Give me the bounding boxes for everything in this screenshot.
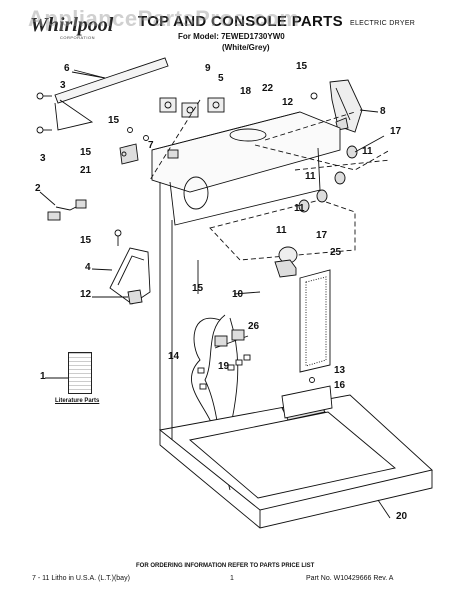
callout-12-top: 12 [282, 97, 294, 108]
callout-12-bottom: 12 [80, 289, 92, 300]
callout-7: 7 [148, 140, 154, 151]
litho-info: 7 - 11 Litho in U.S.A. (L.T.)(bay) [32, 575, 130, 582]
part-number: Part No. W10429666 Rev. A [306, 575, 394, 582]
callout-17-top: 17 [390, 126, 402, 137]
literature-parts-label: Literature Parts [55, 398, 100, 404]
callout-11-b: 11 [305, 171, 316, 182]
callout-9: 9 [205, 63, 211, 74]
model-color: (White/Grey) [222, 43, 270, 52]
callout-4: 4 [85, 262, 91, 273]
callout-3-top: 3 [60, 80, 66, 91]
callout-2: 2 [35, 183, 41, 194]
callout-5: 5 [218, 73, 224, 84]
callout-19: 19 [218, 361, 230, 372]
callout-11-c: 11 [294, 203, 305, 214]
literature-parts-icon [68, 352, 92, 394]
callout-11-a: 11 [362, 146, 373, 157]
callout-15-left: 15 [80, 147, 92, 158]
model-number: For Model: 7EWED1730YW0 [178, 32, 285, 41]
callout-1: 1 [40, 371, 46, 382]
callout-15-mid: 15 [80, 235, 92, 246]
callout-21: 21 [80, 165, 92, 176]
callout-15-bracket: 15 [108, 115, 120, 126]
callout-14: 14 [168, 351, 180, 362]
callout-25: 25 [330, 247, 342, 258]
brand-subtitle: CORPORATION [60, 35, 95, 40]
callout-8: 8 [380, 106, 386, 117]
page-title: TOP AND CONSOLE PARTS [138, 13, 343, 30]
callout-10: 10 [232, 289, 244, 300]
callout-26: 26 [248, 321, 260, 332]
callout-3-bottom: 3 [40, 153, 46, 164]
callout-18: 18 [240, 86, 252, 97]
brand-logo: Whirlpool [30, 14, 114, 36]
callout-13: 13 [334, 365, 346, 376]
ordering-note: FOR ORDERING INFORMATION REFER TO PARTS … [136, 563, 315, 569]
product-type: ELECTRIC DRYER [350, 20, 416, 27]
callout-17-bottom: 17 [316, 230, 328, 241]
callout-20: 20 [396, 511, 408, 522]
callout-22: 22 [262, 83, 274, 94]
callout-11-d: 11 [276, 225, 287, 236]
callout-6: 6 [64, 63, 70, 74]
callout-16: 16 [334, 380, 346, 391]
callout-15-top-right: 15 [296, 61, 308, 72]
callout-15-bottom: 15 [192, 283, 204, 294]
page-number: 1 [230, 575, 234, 582]
